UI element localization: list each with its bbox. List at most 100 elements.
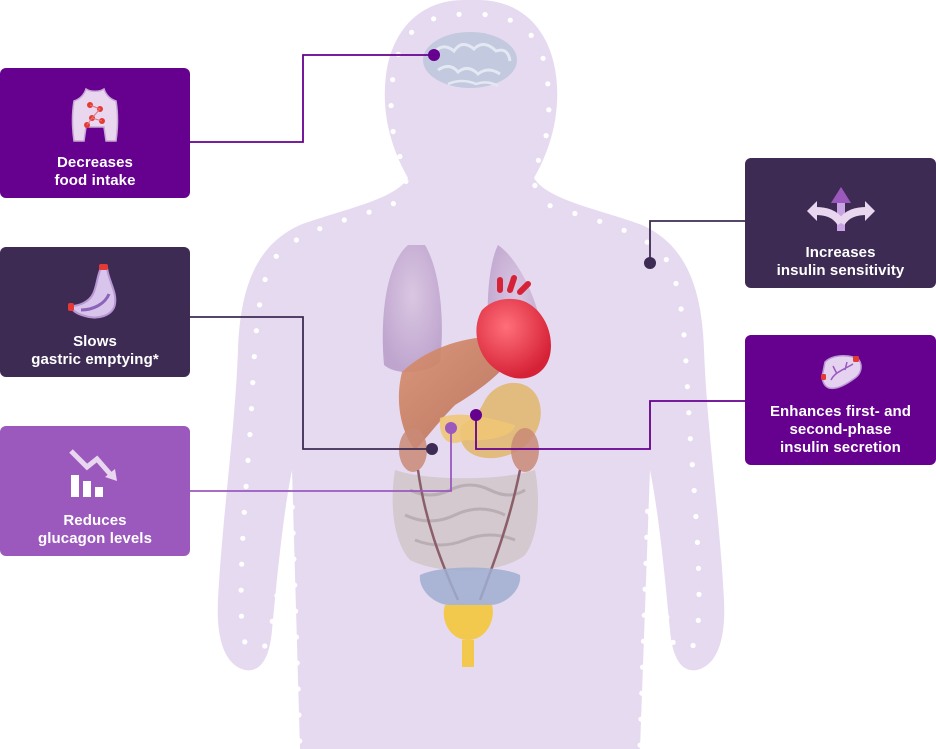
outline-dot (683, 358, 689, 364)
outline-dot (532, 182, 538, 189)
outline-dot (388, 103, 394, 109)
outline-dot (293, 608, 299, 614)
outline-dot (651, 537, 658, 543)
outline-dot (546, 107, 552, 113)
outline-dot (545, 81, 551, 87)
connector-food (190, 54, 434, 143)
outline-dot (696, 591, 702, 598)
liver-organ (398, 336, 520, 450)
connector-dots (426, 49, 656, 455)
outline-dot (247, 431, 253, 438)
outline-dot (686, 410, 692, 416)
branching-arrows-icon (805, 183, 877, 238)
outline-dot (291, 556, 297, 562)
outline-dot (293, 237, 299, 243)
outline-dot (695, 617, 701, 624)
outline-dot (645, 508, 651, 514)
outline-dot (245, 457, 251, 463)
outline-dot (639, 690, 645, 696)
card-gastric-emptying: Slows gastric emptying* (0, 247, 190, 377)
outline-dot (390, 77, 396, 83)
outline-dot (597, 218, 603, 224)
outline-dot (290, 530, 296, 536)
connector-gastric (190, 316, 432, 450)
card-insulin-sensitivity: Increases insulin sensitivity (745, 158, 936, 288)
outline-dot (637, 742, 643, 748)
outline-dot (390, 128, 396, 135)
outline-dot (695, 565, 702, 572)
pelvis-bone (419, 567, 521, 605)
outline-dot (644, 239, 650, 245)
outline-dot (689, 462, 695, 468)
card-food-intake: Decreases food intake (0, 68, 190, 198)
outline-dot (293, 634, 299, 640)
outline-dot (366, 209, 372, 215)
pancreas-organ (439, 414, 515, 444)
outline-dot (456, 11, 462, 17)
outline-dot (238, 613, 245, 619)
dotted-outline (238, 11, 702, 748)
outline-dot (242, 639, 248, 645)
dot-glucagon (445, 422, 457, 434)
kidneys-organ (399, 428, 539, 472)
stomach-icon (67, 262, 123, 327)
dot-brain (428, 49, 440, 61)
outline-dot (397, 153, 403, 160)
heart-organ (476, 275, 551, 379)
card-food-intake-label: Decreases food intake (54, 154, 136, 189)
outline-dot (297, 738, 303, 744)
card-insulin-secretion-label: Enhances first- and second-phase insulin… (769, 403, 912, 456)
outline-dot (640, 664, 646, 670)
outline-dot (694, 539, 701, 546)
outline-dot (621, 227, 627, 233)
outline-dot (239, 561, 245, 567)
outline-dot (282, 541, 288, 547)
outline-dot (507, 17, 513, 23)
outline-dot (690, 642, 696, 649)
outline-dot (642, 586, 648, 592)
outline-dot (295, 686, 301, 692)
outline-dot (262, 643, 268, 649)
outline-dot (250, 380, 256, 386)
outline-dot (262, 276, 268, 283)
outline-dot (274, 593, 280, 599)
dot-muscle (644, 257, 656, 269)
outline-dot (540, 55, 546, 61)
outline-dot (431, 16, 437, 22)
intestines-organ (392, 470, 538, 571)
outline-dot (289, 504, 295, 510)
outline-dot (243, 483, 249, 489)
torso-icon (70, 87, 120, 148)
outline-dot (693, 513, 699, 520)
outline-dot (547, 203, 553, 209)
outline-dot (572, 210, 578, 217)
bladder-organ (443, 605, 493, 667)
outline-dot (643, 560, 649, 566)
outline-dot (341, 217, 347, 223)
outline-dot (641, 612, 647, 618)
outline-dot (482, 12, 488, 18)
chart-down-icon (67, 445, 123, 506)
connector-lines (190, 54, 745, 492)
outline-dot (403, 178, 409, 184)
outline-dot (409, 29, 415, 35)
outline-dot (644, 534, 650, 540)
card-glucagon-levels: Reduces glucagon levels (0, 426, 190, 556)
outline-dot (543, 133, 549, 139)
outline-dot (535, 157, 542, 163)
outline-dot (253, 328, 259, 334)
outline-dot (687, 436, 693, 442)
outline-dot (273, 253, 279, 259)
connector-insulin-sec (475, 400, 745, 450)
outline-dot (691, 487, 697, 494)
connector-glucagon (190, 428, 452, 492)
outline-dot (655, 563, 662, 569)
outline-dot (251, 354, 257, 360)
outline-dot (638, 716, 644, 722)
outline-dot (663, 257, 669, 263)
outline-dot (278, 567, 284, 573)
dot-pancreas (470, 409, 482, 421)
outline-dot (640, 638, 647, 644)
card-glucagon-label: Reduces glucagon levels (37, 512, 153, 547)
